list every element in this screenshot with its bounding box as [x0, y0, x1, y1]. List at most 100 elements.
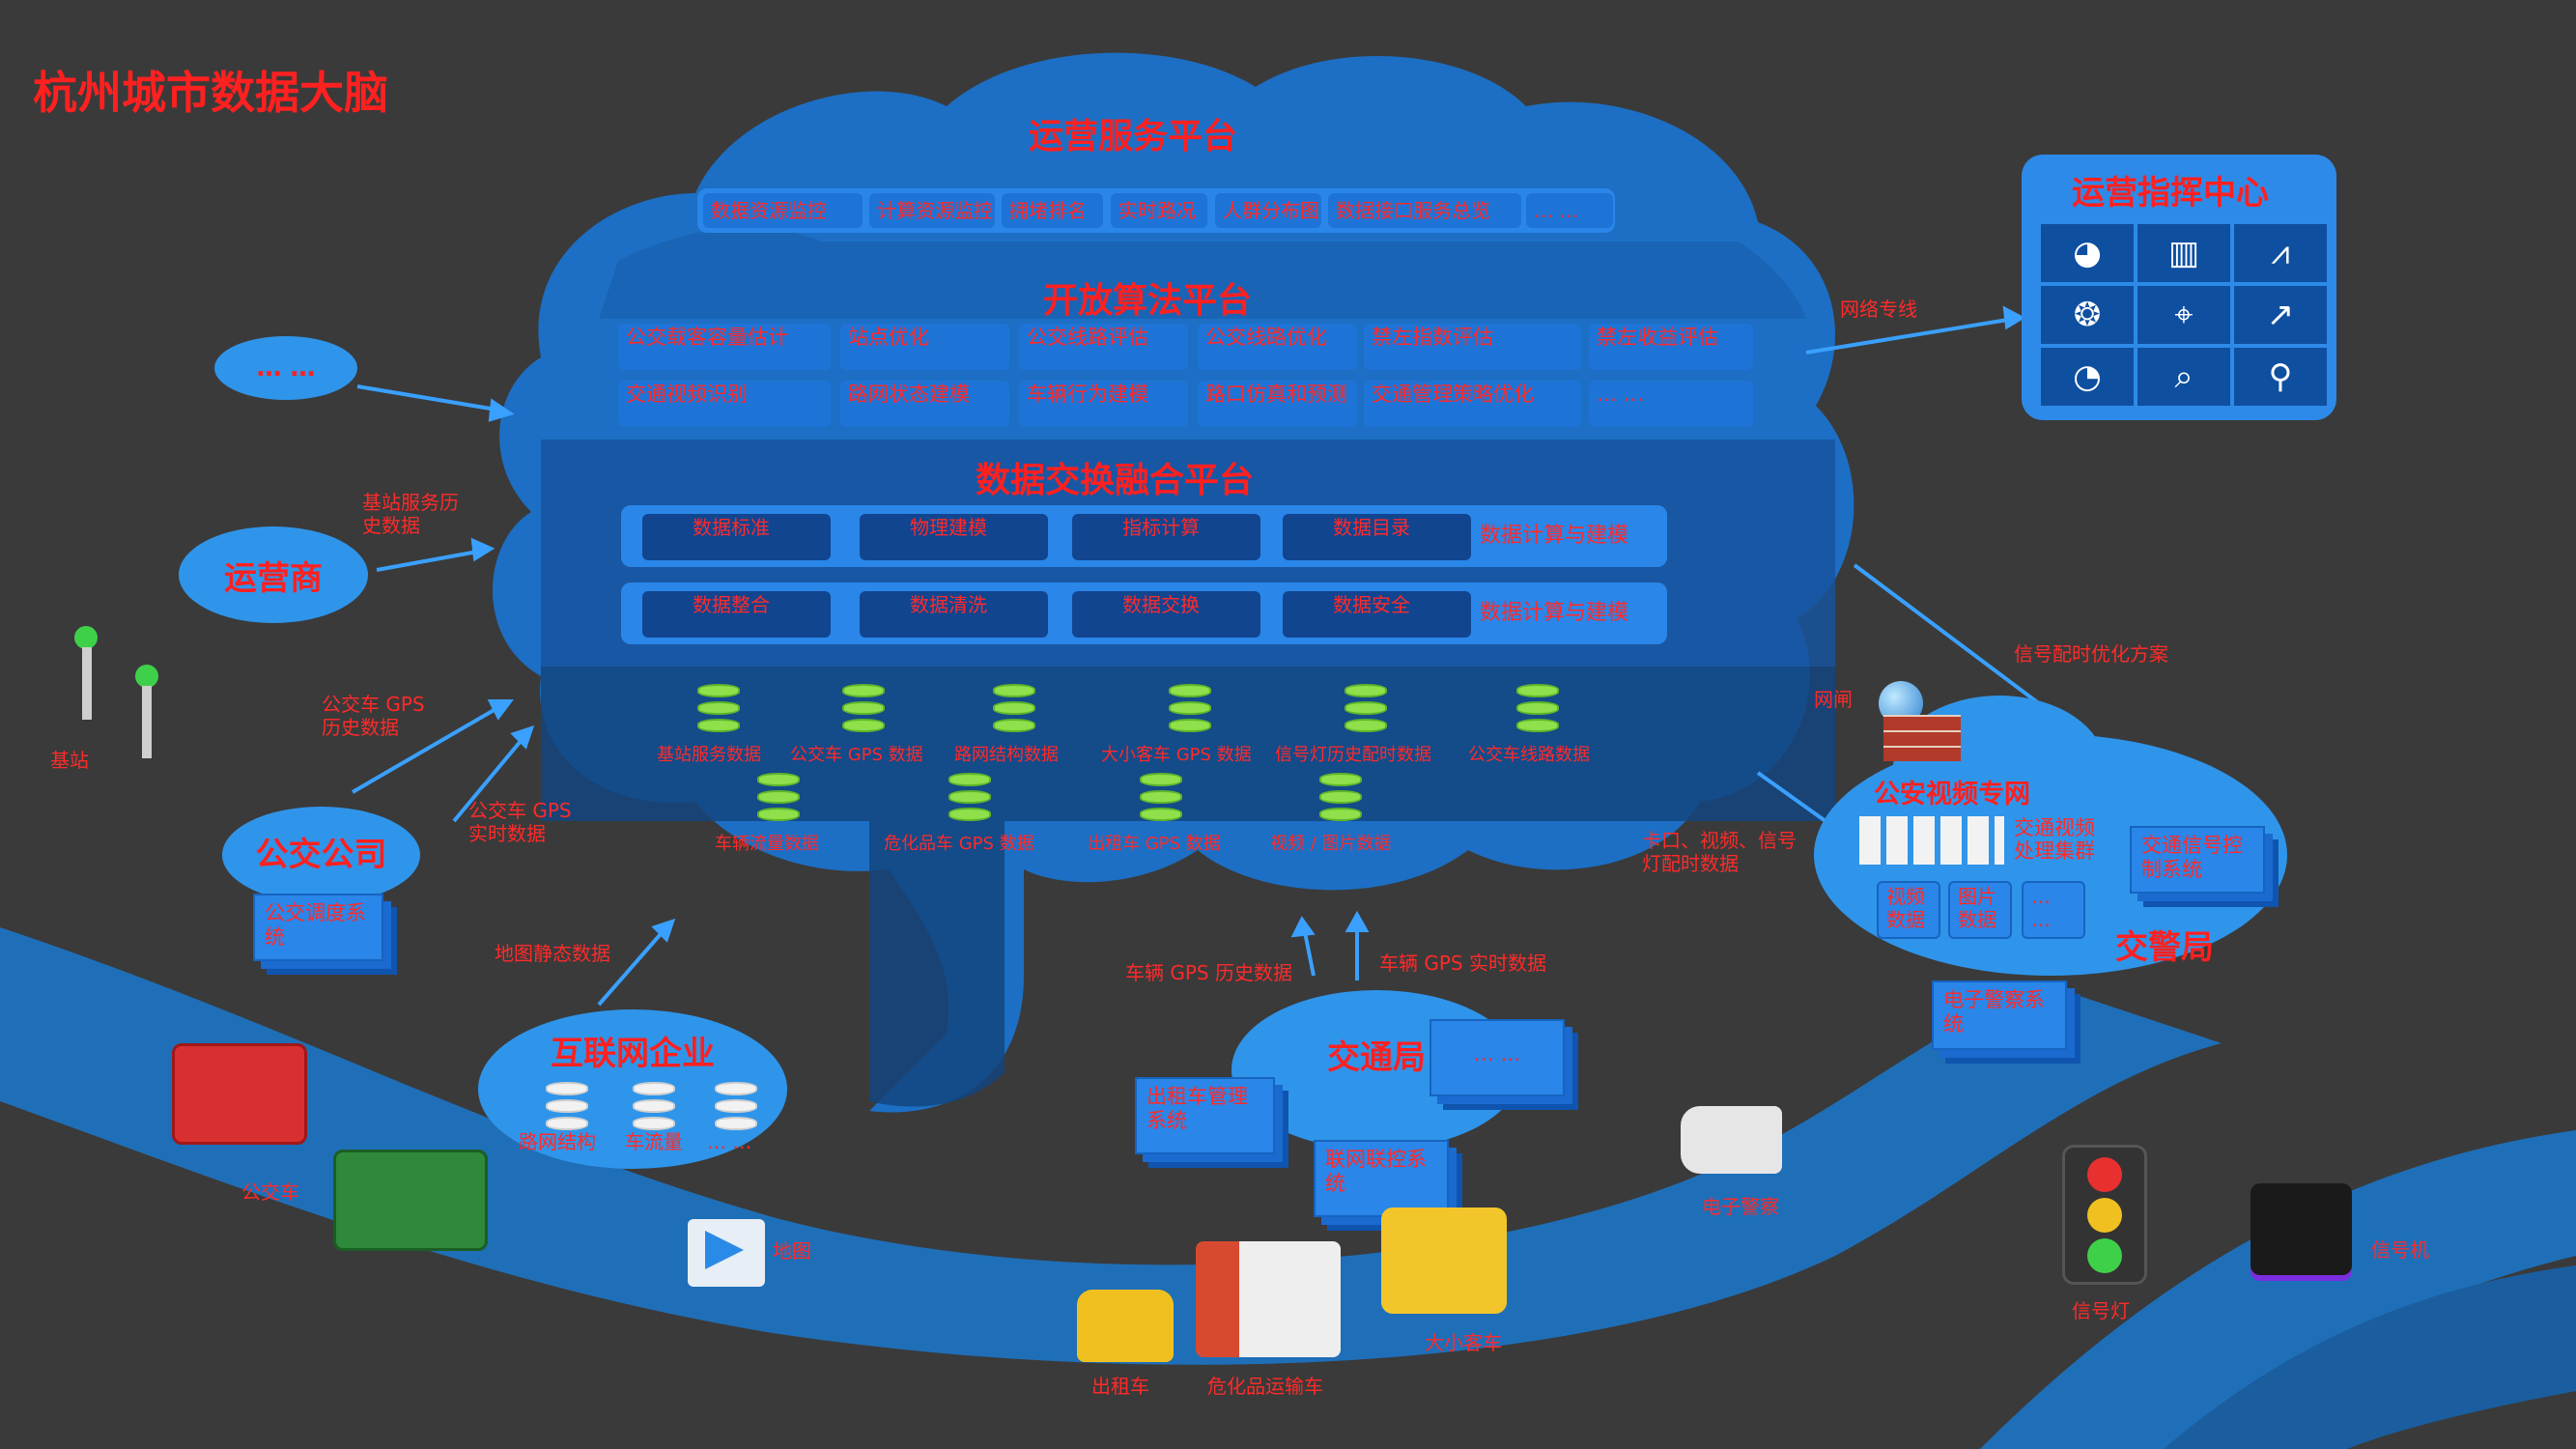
green-bus-icon [333, 1150, 488, 1251]
coach-label: 大小客车 [1425, 1331, 1502, 1354]
flow-base-history: 基站服务历史数据 [362, 491, 459, 537]
gauge-icon: ◔ [2073, 357, 2102, 396]
traffic-more-card: … … [1430, 1019, 1565, 1096]
database-icon [1169, 684, 1211, 738]
trend-icon: ↗ [2266, 296, 2295, 334]
operation-item: 数据资源监控 [703, 193, 863, 228]
exchange-item: 数据交换 [1072, 591, 1260, 638]
base-station-icon [34, 618, 198, 758]
map-icon [688, 1219, 765, 1287]
internet-item-label: … … [707, 1130, 752, 1153]
line-chart-icon: ⩘ [2234, 224, 2327, 282]
bus-label: 公交车 [241, 1180, 299, 1204]
map-label: 地图 [773, 1239, 811, 1263]
database-icon [948, 773, 991, 827]
algorithm-item: 禁左收益评估 [1589, 324, 1753, 370]
operation-item: 人群分布图 [1215, 193, 1321, 228]
database-label: 公交车线路数据 [1468, 745, 1590, 765]
page-title: 杭州城市数据大脑 [33, 67, 388, 119]
police-video-cluster: 交通视频处理集群 [2014, 816, 2095, 863]
operation-item: 拥堵排名 [1002, 193, 1103, 228]
police-title: 交警局 [2115, 928, 2214, 967]
flow-map-static: 地图静态数据 [495, 942, 610, 965]
flow-vehicle-gps-realtime: 车辆 GPS 实时数据 [1379, 952, 1546, 975]
server-rack-icon [1859, 816, 2004, 865]
exchange-item: 数据整合 [642, 591, 831, 638]
algorithm-item: 路网状态建模 [840, 381, 1009, 427]
algorithm-item: 公交载客容量估计 [618, 324, 831, 370]
database-icon [715, 1082, 757, 1136]
database-label: 大小客车 GPS 数据 [1101, 745, 1252, 765]
database-label: 视频 / 图片数据 [1270, 834, 1392, 854]
database-icon [757, 773, 800, 827]
pie-chart-icon: ◕ [2041, 224, 2134, 282]
e-police-label: 电子警察 [1702, 1195, 1779, 1218]
algorithm-item: 交通视频识别 [618, 381, 831, 427]
exchange-item: 数据标准 [642, 514, 831, 560]
algorithm-item: 禁左指数评估 [1364, 324, 1581, 370]
network-icon: ❂ [2041, 286, 2134, 344]
algorithm-item: 站点优化 [840, 324, 1009, 370]
taxi-management-system: 出租车管理系统 [1135, 1077, 1275, 1154]
database-label: 基站服务数据 [657, 745, 761, 765]
flow-signal-optimization: 信号配时优化方案 [2014, 642, 2168, 666]
map-icon: ⌖ [2137, 286, 2230, 344]
flow-checkpoint-data: 卡口、视频、信号灯配时数据 [1642, 829, 1797, 875]
exchange-row1-label: 数据计算与建模 [1480, 524, 1629, 548]
bar-chart-icon: ▥ [2137, 224, 2230, 282]
database-label: 公交车 GPS 数据 [790, 745, 923, 765]
operation-item: 实时路况 [1111, 193, 1207, 228]
police-net-title: 公安视频专网 [1874, 780, 2030, 810]
police-data-item: 视频数据 [1877, 881, 1940, 939]
exchange-item: 数据清洗 [860, 591, 1048, 638]
internet-item-label: 路网结构 [519, 1130, 596, 1153]
operation-item: 数据接口服务总览 [1328, 193, 1521, 228]
joint-control-system: 联网联控系统 [1314, 1140, 1449, 1217]
coach-icon [1381, 1208, 1507, 1314]
internet-item-label: 车流量 [625, 1130, 683, 1153]
police-data-item: 图片数据 [1948, 881, 2012, 939]
signal-machine-label: 信号机 [2371, 1238, 2429, 1262]
algorithm-item: 交通管理策略优化 [1364, 381, 1581, 427]
database-icon [993, 684, 1035, 738]
search-icon: ⚲ [2234, 348, 2327, 406]
flow-bus-gps-realtime: 公交车 GPS 实时数据 [468, 799, 572, 845]
database-icon [1319, 773, 1362, 827]
signal-control-system: 交通信号控制系统 [2130, 826, 2265, 894]
line-chart-icon: ⩘ [2271, 234, 2290, 272]
database-icon [1516, 684, 1559, 738]
algorithm-item: … … [1589, 381, 1753, 427]
database-icon [1140, 773, 1182, 827]
algorithm-item: 车辆行为建模 [1019, 381, 1188, 427]
hazmat-label: 危化品运输车 [1207, 1375, 1323, 1398]
database-icon [1345, 684, 1387, 738]
firewall-icon [1883, 715, 1961, 761]
signal-machine-icon [2250, 1183, 2352, 1275]
database-label: 危化品车 GPS 数据 [884, 834, 1034, 854]
database-label: 出租车 GPS 数据 [1088, 834, 1221, 854]
exchange-item: 数据目录 [1283, 514, 1471, 560]
operation-item: 计算资源监控 [869, 193, 995, 228]
flow-bus-gps-history: 公交车 GPS 历史数据 [322, 693, 425, 739]
exchange-item: 数据安全 [1283, 591, 1471, 638]
bus-dispatch-system: 公交调度系统 [253, 894, 383, 961]
exchange-row2-label: 数据计算与建模 [1480, 601, 1629, 625]
operation-platform-title: 运营服务平台 [1029, 117, 1238, 156]
gauge-icon: ◔ [2041, 348, 2134, 406]
taxi-icon [1077, 1290, 1174, 1362]
electronic-police-system: 电子警察系统 [1932, 980, 2067, 1050]
unknown-actor: … … [214, 336, 357, 400]
database-label: 路网结构数据 [954, 745, 1059, 765]
exchange-item: 指标计算 [1072, 514, 1260, 560]
bus-company-actor: 公交公司 [222, 807, 420, 903]
algorithm-item: 公交线路优化 [1198, 324, 1357, 370]
internet-label: 互联网企业 [551, 1035, 715, 1073]
command-center-title: 运营指挥中心 [2072, 174, 2269, 213]
network-icon: ❂ [2073, 296, 2102, 334]
flow-private-line: 网络专线 [1840, 298, 1917, 321]
unknown-actor-label: … … [256, 354, 316, 383]
map-icon: ⌖ [2174, 296, 2194, 334]
algorithm-item: 公交线路评估 [1019, 324, 1188, 370]
operation-item: … … [1526, 193, 1613, 228]
